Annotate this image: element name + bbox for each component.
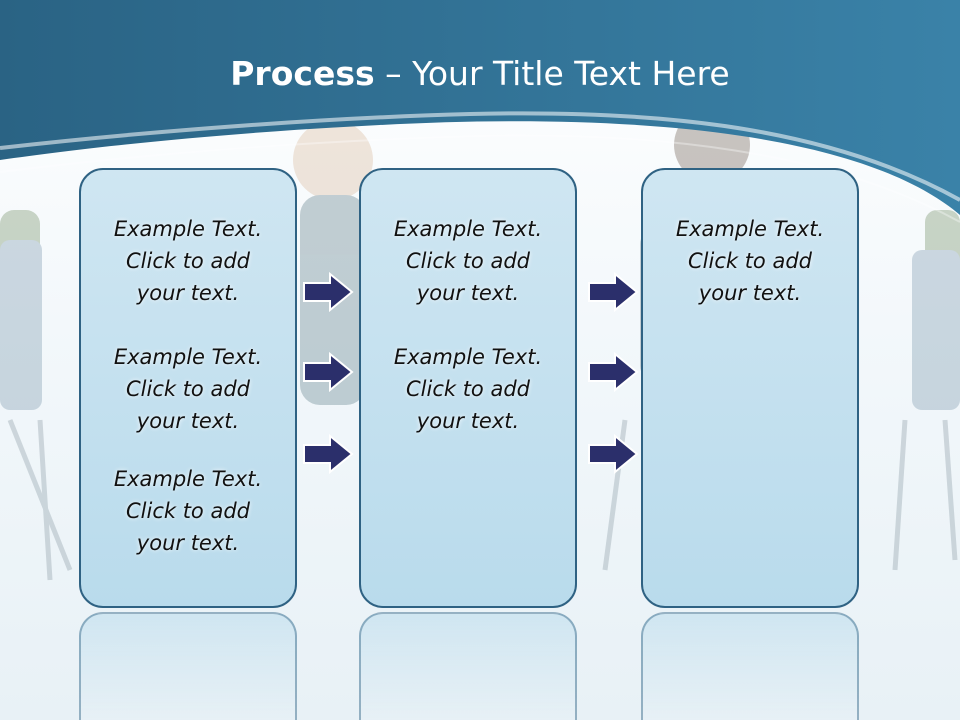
column-1-text-1[interactable]: Example Text. Click to add your text. — [113, 217, 263, 305]
title-bold: Process — [230, 54, 375, 93]
column-reflection-2 — [359, 612, 577, 720]
column-2-text-2[interactable]: Example Text. Click to add your text. — [393, 345, 543, 433]
column-3-text-1[interactable]: Example Text. Click to add your text. — [675, 217, 825, 305]
arrow-right-icon — [303, 352, 354, 392]
process-column-3: Example Text. Click to add your text. — [641, 168, 859, 608]
column-1-text-3[interactable]: Example Text. Click to add your text. — [113, 467, 263, 555]
title-rest: – Your Title Text Here — [374, 54, 730, 93]
slide-title: Process – Your Title Text Here — [0, 54, 960, 93]
arrow-right-icon — [303, 434, 354, 474]
column-1-text-2[interactable]: Example Text. Click to add your text. — [113, 345, 263, 433]
header-swoosh — [0, 111, 960, 202]
column-reflection-3 — [641, 612, 859, 720]
column-reflection-1 — [79, 612, 297, 720]
process-column-1: Example Text. Click to add your text. Ex… — [79, 168, 297, 608]
arrow-right-icon — [303, 272, 354, 312]
arrow-right-icon — [588, 272, 639, 312]
process-column-2: Example Text. Click to add your text. Ex… — [359, 168, 577, 608]
arrow-right-icon — [588, 434, 639, 474]
header-band — [0, 0, 960, 215]
column-2-text-1[interactable]: Example Text. Click to add your text. — [393, 217, 543, 305]
arrow-right-icon — [588, 352, 639, 392]
